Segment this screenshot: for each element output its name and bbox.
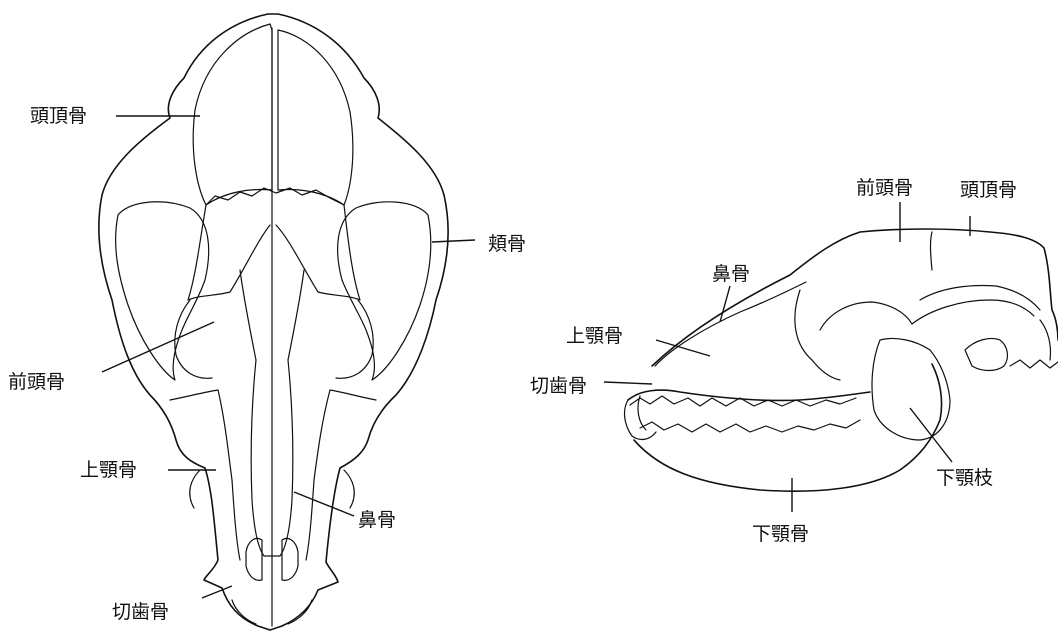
leader-lateral-nasal <box>720 286 730 322</box>
label-lateral-nasal: 鼻骨 <box>712 263 750 285</box>
label-dorsal-parietal: 頭頂骨 <box>30 105 87 127</box>
label-lateral-mandible: 下顎骨 <box>752 523 809 545</box>
leader-dorsal-nasal <box>294 492 354 516</box>
leader-lateral-incisive <box>604 382 652 384</box>
leader-lateral-ramus <box>910 408 952 462</box>
label-dorsal-nasal: 鼻骨 <box>358 509 396 531</box>
dorsal-labels: 頭頂骨 頬骨 前頭骨 上顎骨 鼻骨 切歯骨 <box>8 105 526 623</box>
leader-dorsal-incisive <box>202 586 232 598</box>
leader-dorsal-zygomatic <box>432 240 475 242</box>
dorsal-skull-drawing <box>99 14 448 630</box>
label-dorsal-maxilla: 上顎骨 <box>80 459 137 481</box>
label-lateral-incisive: 切歯骨 <box>530 375 587 397</box>
label-lateral-parietal: 頭頂骨 <box>960 179 1017 201</box>
label-dorsal-zygomatic: 頬骨 <box>488 233 526 255</box>
lateral-labels: 前頭骨 頭頂骨 鼻骨 上顎骨 切歯骨 下顎骨 下顎枝 <box>530 177 1017 545</box>
label-lateral-maxilla: 上顎骨 <box>566 325 623 347</box>
leader-lines <box>102 116 970 598</box>
label-lateral-ramus: 下顎枝 <box>936 467 993 489</box>
label-lateral-frontal: 前頭骨 <box>856 177 913 199</box>
lateral-skull-drawing <box>625 229 1058 491</box>
label-dorsal-incisive: 切歯骨 <box>112 601 169 623</box>
label-dorsal-frontal: 前頭骨 <box>8 371 65 393</box>
